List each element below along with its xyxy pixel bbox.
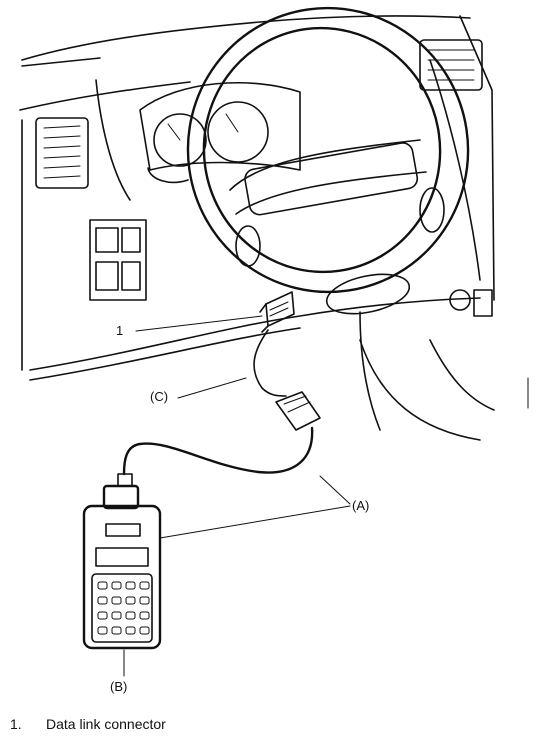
right-air-vent: [419, 39, 483, 91]
left-air-vent: [35, 117, 89, 189]
instrument-cluster: [139, 81, 301, 184]
label-1: 1: [116, 323, 124, 338]
steering-wheel-icon: [186, 6, 493, 431]
dashboard-outline: [19, 15, 495, 441]
data-link-connector-icon: [259, 291, 295, 333]
scan-tool-icon: [82, 484, 162, 650]
legend-text: Data link connector: [46, 716, 166, 732]
label-c: (C): [150, 389, 169, 404]
label-b: (B): [110, 679, 128, 694]
legend-caption: 1. Data link connector: [10, 716, 166, 732]
legend-number: 1.: [10, 716, 22, 732]
leader-lines: [123, 315, 529, 677]
switch-panel: [89, 219, 147, 301]
label-a: (A): [352, 498, 370, 513]
cable-icon: [117, 329, 321, 487]
